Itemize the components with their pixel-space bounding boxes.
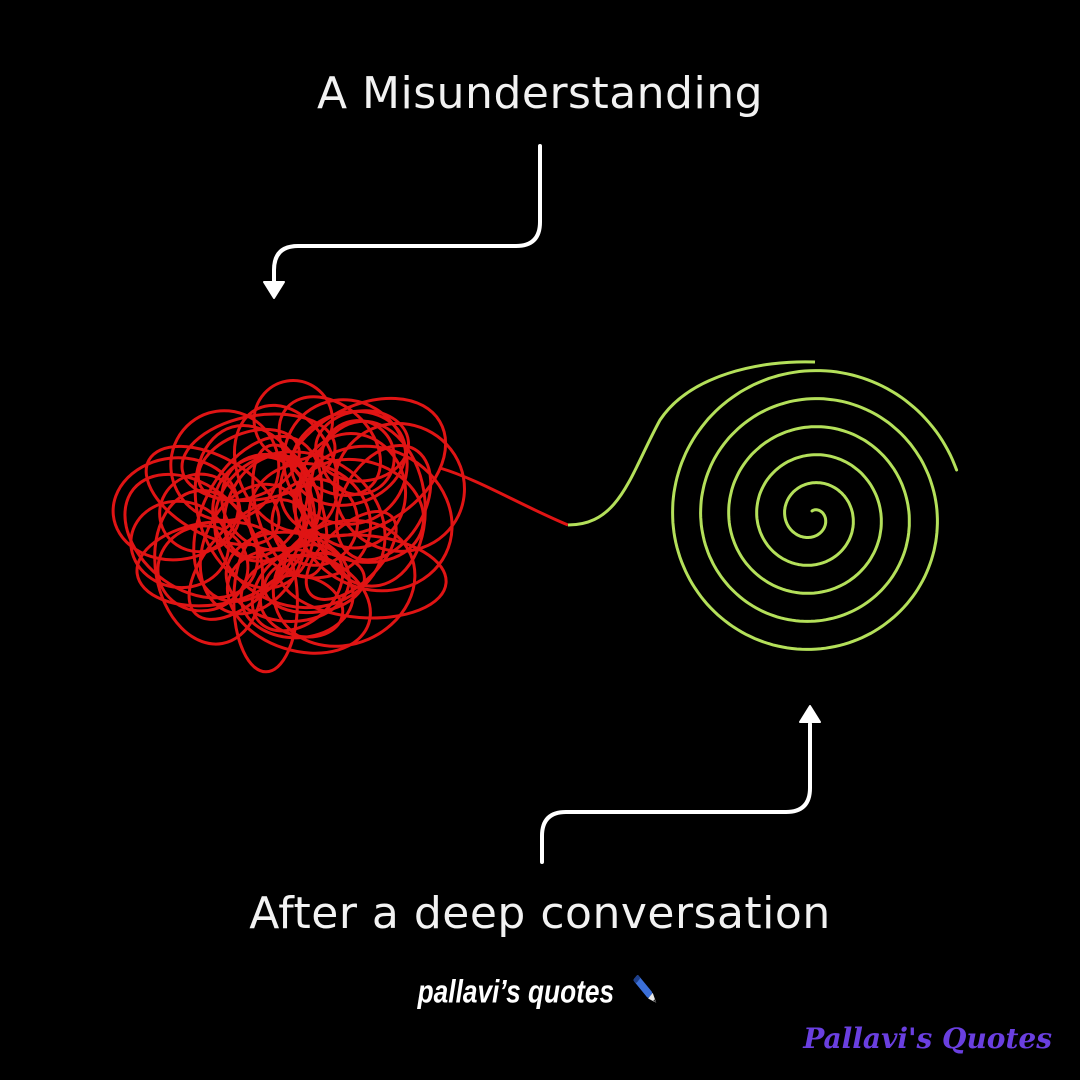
tangle-loop [111,456,240,562]
tangle-loop [169,409,281,523]
signature: pallavi’s quotes [97,970,983,1018]
tangle-loop [282,398,409,526]
tangle-loop [222,453,310,559]
spiral-thread [671,369,959,651]
tangle-loop [334,443,433,562]
arrow-down-to-tangle [263,144,542,299]
arrow-up-to-spiral [540,705,821,864]
deep-conversation-caption: After a deep conversation [249,888,831,939]
tangle-loop [192,434,324,603]
tangle-loop [225,546,372,655]
pen-icon [630,970,663,1018]
connecting-thread-red [439,466,569,527]
tangled-thread [111,379,466,674]
connecting-thread-green [567,360,816,527]
tangle-loop [262,551,366,615]
tangle-loop [292,457,426,564]
misunderstanding-caption: A Misunderstanding [316,68,764,119]
tangle-loop [278,396,448,538]
tangle-loop [180,412,337,503]
watermark: Pallavi's Quotes [803,1022,1052,1055]
tangle-loop [224,530,351,623]
tangle-loop [270,477,360,567]
tangle-loop [271,518,417,648]
signature-text: pallavi’s quotes [417,973,615,1010]
tangle-loop [314,409,410,483]
tangle-loop [156,524,250,613]
tangle-loop [211,455,311,563]
tangle-loop [320,419,396,496]
